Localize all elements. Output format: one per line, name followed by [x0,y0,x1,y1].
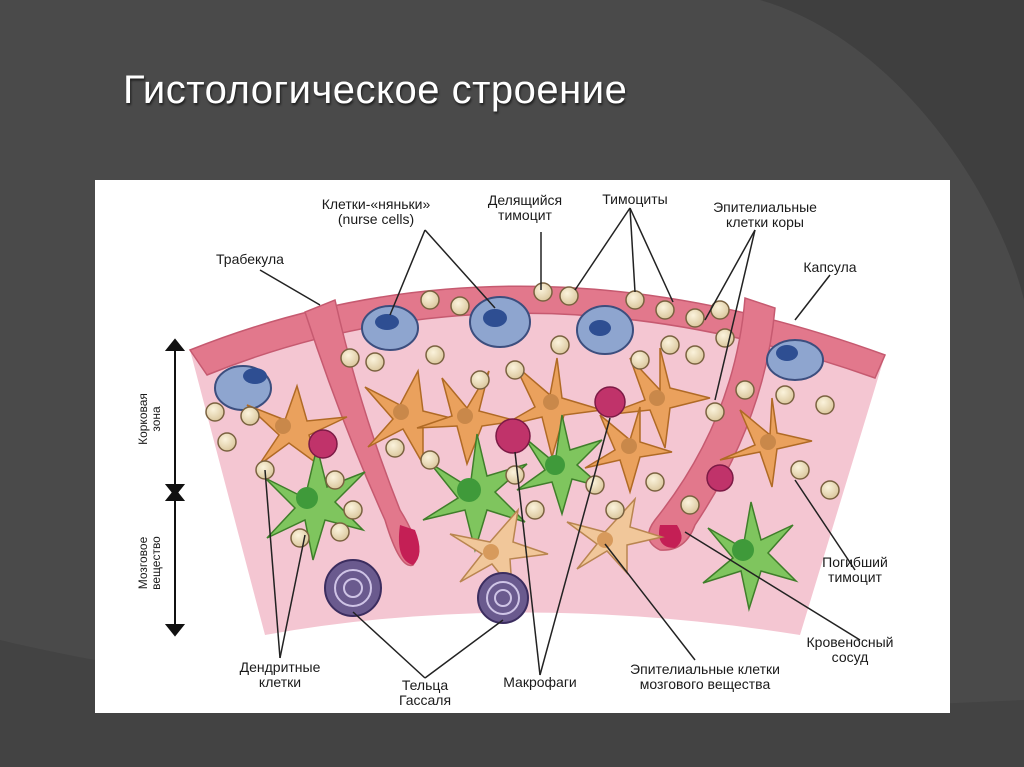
label-cortex-epithelial-line2: клетки коры [726,214,804,230]
cortex-epithelial-nuclei [275,390,776,454]
nurse-cell-nuclei [243,309,798,384]
zone-brackets [164,338,186,637]
blood-vessel-left [398,525,420,565]
label-dead-thymocyte-line2: тимоцит [828,569,882,585]
thymus-illustration [164,207,887,679]
label-blood-vessel-line1: Кровеносный [806,634,894,650]
slide-title: Гистологическое строение [123,68,628,112]
label-hassall-bodies-line2: Гассаля [398,692,452,708]
label-blood-vessel-line2: сосуд [831,649,869,665]
label-dead-thymocyte-line1: Погибший [822,554,888,570]
label-medulla-zone-line2: вещество [149,536,163,590]
thymocytes [205,282,840,548]
hassall-bodies [324,559,529,624]
thymus-diagram: Клетки-«няньки» (nurse cells) Делящийся … [95,180,950,713]
label-hassall-bodies-line1: Тельца [401,677,449,693]
pointer-lines [259,207,861,679]
label-dendritic-cells-line2: клетки [258,674,302,690]
label-dendritic-cells-line1: Дендритные [239,659,321,675]
label-dividing-thymocyte-line1: Делящийся [487,192,563,208]
label-medulla-epithelial-line2: мозгового вещества [639,676,771,692]
label-cortex-epithelial: Эпителиальные клетки коры [685,200,845,230]
macrophages [308,386,734,492]
label-dead-thymocyte: Погибший тимоцит [810,555,900,585]
label-cortical-zone: Корковая зона [136,379,163,459]
label-thymocytes: Тимоциты [602,191,668,207]
dendritic-nuclei [296,455,754,561]
label-blood-vessel: Кровеносный сосуд [785,635,915,665]
label-cortical-zone-line2: зона [149,406,163,432]
label-hassall-bodies: Тельца Гассаля [380,678,470,708]
label-dividing-thymocyte-line2: тимоцит [498,207,552,223]
medulla-epithelial-nuclei [483,532,613,560]
hassall-swirls [334,569,520,615]
label-dendritic-cells: Дендритные клетки [225,660,335,690]
label-medulla-epithelial-line1: Эпителиальные клетки [630,661,780,677]
label-medulla-epithelial: Эпителиальные клетки мозгового вещества [605,662,805,692]
label-capsule: Капсула [803,259,857,275]
label-medulla-zone: Мозговое вещество [136,523,163,603]
label-nurse-cells-line1: Клетки-«няньки» [321,196,431,212]
label-cortex-epithelial-line1: Эпителиальные [713,199,817,215]
label-macrophages: Макрофаги [503,674,577,690]
blood-vessel-right [659,525,682,548]
label-trabecula: Трабекула [216,251,284,267]
label-nurse-cells-line2: (nurse cells) [337,211,415,227]
label-dividing-thymocyte: Делящийся тимоцит [470,193,580,223]
label-nurse-cells: Клетки-«няньки» (nurse cells) [291,197,461,227]
